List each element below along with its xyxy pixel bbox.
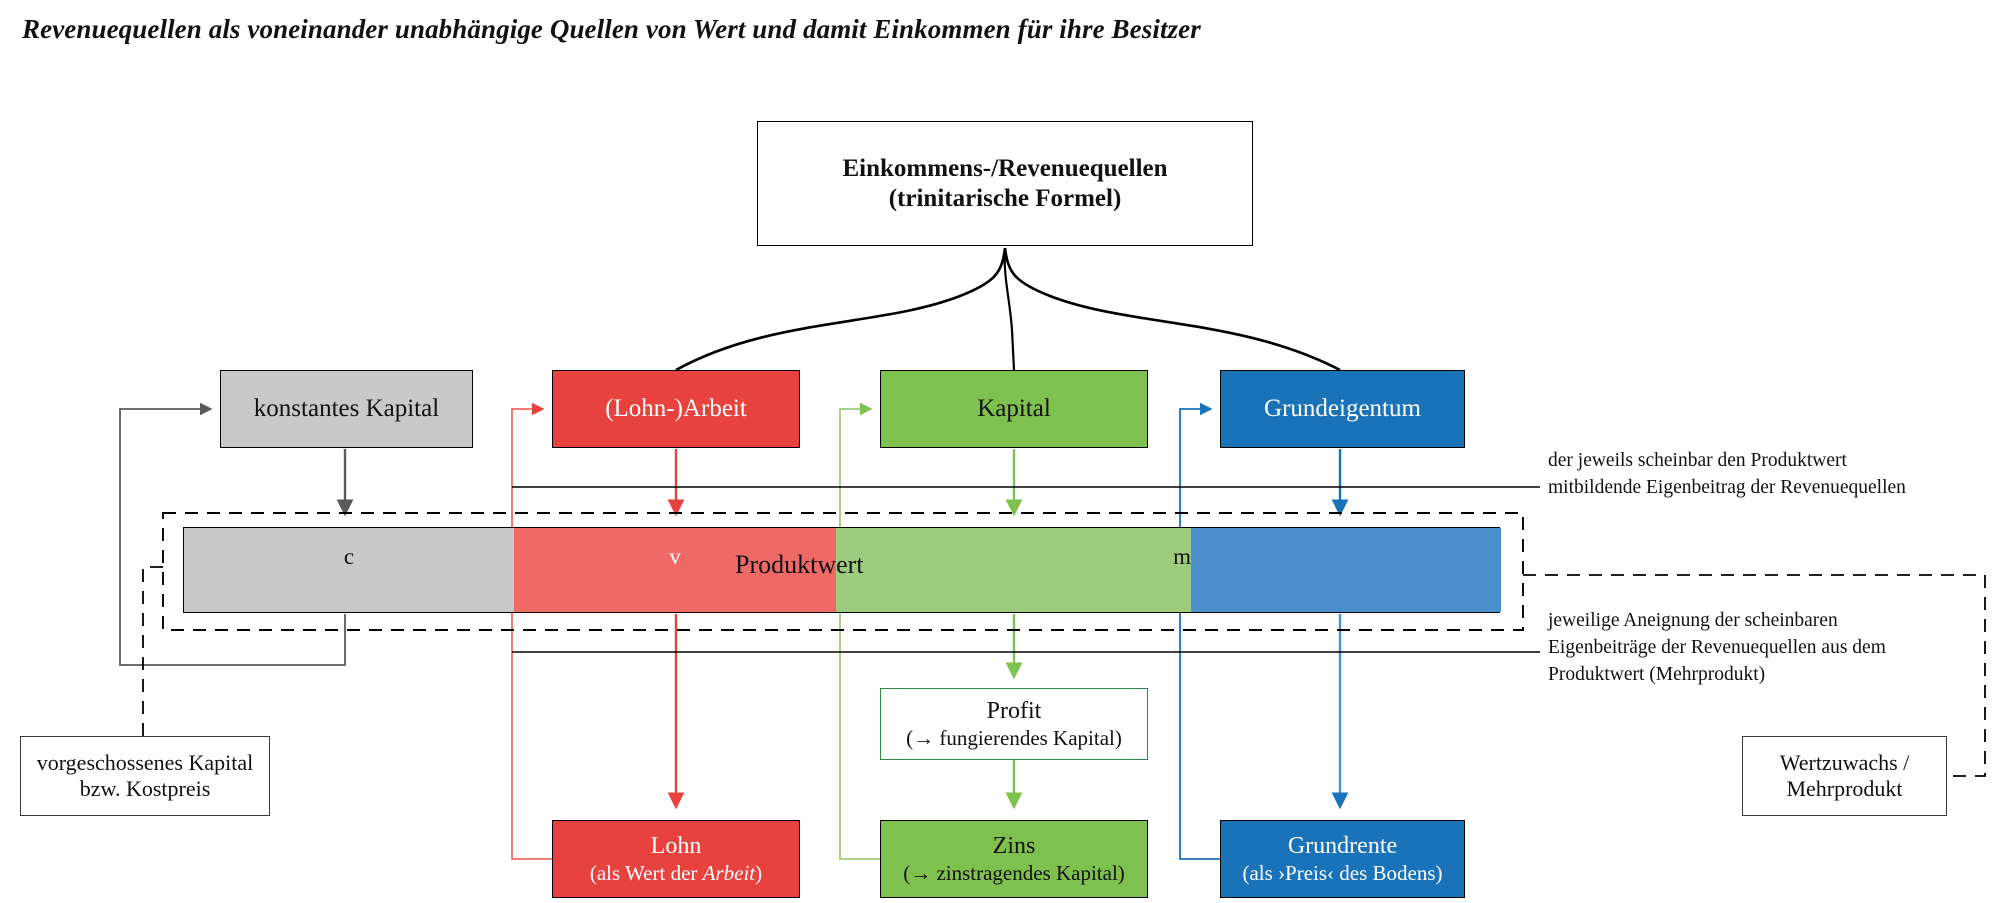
profit-box[interactable]: Profit (→ fungierendes Kapital) — [880, 688, 1148, 760]
bar-segment-label-c: c — [343, 544, 355, 569]
note-upper: der jeweils scheinbar den Produktwert mi… — [1548, 450, 1906, 498]
revenue-line1: Zins — [992, 833, 1036, 860]
note-lower: jeweilige Aneignung der scheinbaren Eige… — [1548, 610, 1886, 685]
source-label: Kapital — [977, 395, 1051, 423]
side-box-wertzuwachs[interactable]: Wertzuwachs / Mehrprodukt — [1742, 736, 1947, 816]
produktwert-label: Produktwert — [735, 550, 864, 579]
bar-segment-m-profit[interactable]: m — [836, 528, 1191, 612]
side-box-line2: bzw. Kostpreis — [79, 776, 211, 801]
lohn-line2-pre: (als Wert der — [589, 860, 703, 885]
loop-c-to-const — [119, 402, 346, 666]
profit-line1: Profit — [986, 698, 1042, 725]
side-box-line1: Wertzuwachs / — [1779, 750, 1910, 776]
revenue-line2: (als Wert der Arbeit) — [590, 861, 762, 886]
lohn-line2-italic: Arbeit — [702, 860, 756, 885]
loop-zins-to-kapital — [839, 402, 880, 860]
dashed-wertzuwachs-link — [1523, 574, 1986, 777]
source-label: (Lohn-)Arbeit — [605, 395, 747, 423]
trinity-brace — [675, 247, 1341, 372]
revenue-box-grundrente[interactable]: Grundrente (als ›Preis‹ des Bodens) — [1220, 820, 1465, 898]
revenue-box-lohn[interactable]: Lohn (als Wert der Arbeit) — [552, 820, 800, 898]
top-box-line2: (trinitarische Formel) — [888, 184, 1122, 212]
bar-segment-label-v: v — [669, 544, 681, 569]
bar-segment-m-rent[interactable] — [1191, 528, 1501, 612]
side-box-line1: vorgeschossenes Kapital — [36, 750, 254, 776]
top-box-revenue-sources[interactable]: Einkommens-/Revenuequellen (trinitarisch… — [757, 121, 1253, 246]
profit-line2: (→ fungierendes Kapital) — [906, 725, 1122, 750]
revenue-line1: Lohn — [650, 833, 702, 860]
lohn-line2-post: ) — [755, 860, 763, 885]
side-box-line2: Mehrprodukt — [1786, 776, 1903, 801]
loop-lohn-to-arbeit — [511, 402, 552, 860]
source-label: Grundeigentum — [1264, 395, 1421, 423]
top-box-line1: Einkommens-/Revenuequellen — [842, 155, 1168, 182]
source-box-kapital[interactable]: Kapital — [880, 370, 1148, 448]
bar-segment-label-m: m — [1173, 544, 1191, 569]
revenue-line1: Grundrente — [1287, 833, 1398, 860]
source-box-grundeigentum[interactable]: Grundeigentum — [1220, 370, 1465, 448]
source-label: konstantes Kapital — [253, 395, 440, 423]
revenue-box-zins[interactable]: Zins (→ zinstragendes Kapital) — [880, 820, 1148, 898]
page-title: Revenuequellen als voneinander unabhängi… — [22, 14, 1201, 44]
bar-segment-v[interactable]: v — [514, 528, 836, 612]
side-box-vorgeschossenes-kapital[interactable]: vorgeschossenes Kapital bzw. Kostpreis — [20, 736, 270, 816]
revenue-line2: (→ zinstragendes Kapital) — [903, 860, 1125, 885]
bar-segment-c[interactable]: c — [184, 528, 514, 612]
source-box-konstantes-kapital[interactable]: konstantes Kapital — [220, 370, 473, 448]
produktwert-bar[interactable]: c v m — [183, 527, 1501, 613]
produktwert-dashed-frame — [162, 512, 1524, 631]
source-box-lohnarbeit[interactable]: (Lohn-)Arbeit — [552, 370, 800, 448]
dashed-vorgeschossenes-link — [142, 566, 163, 736]
loop-grundrente-to-grundeigentum — [1179, 402, 1220, 860]
revenue-line2: (als ›Preis‹ des Bodens) — [1242, 860, 1443, 885]
